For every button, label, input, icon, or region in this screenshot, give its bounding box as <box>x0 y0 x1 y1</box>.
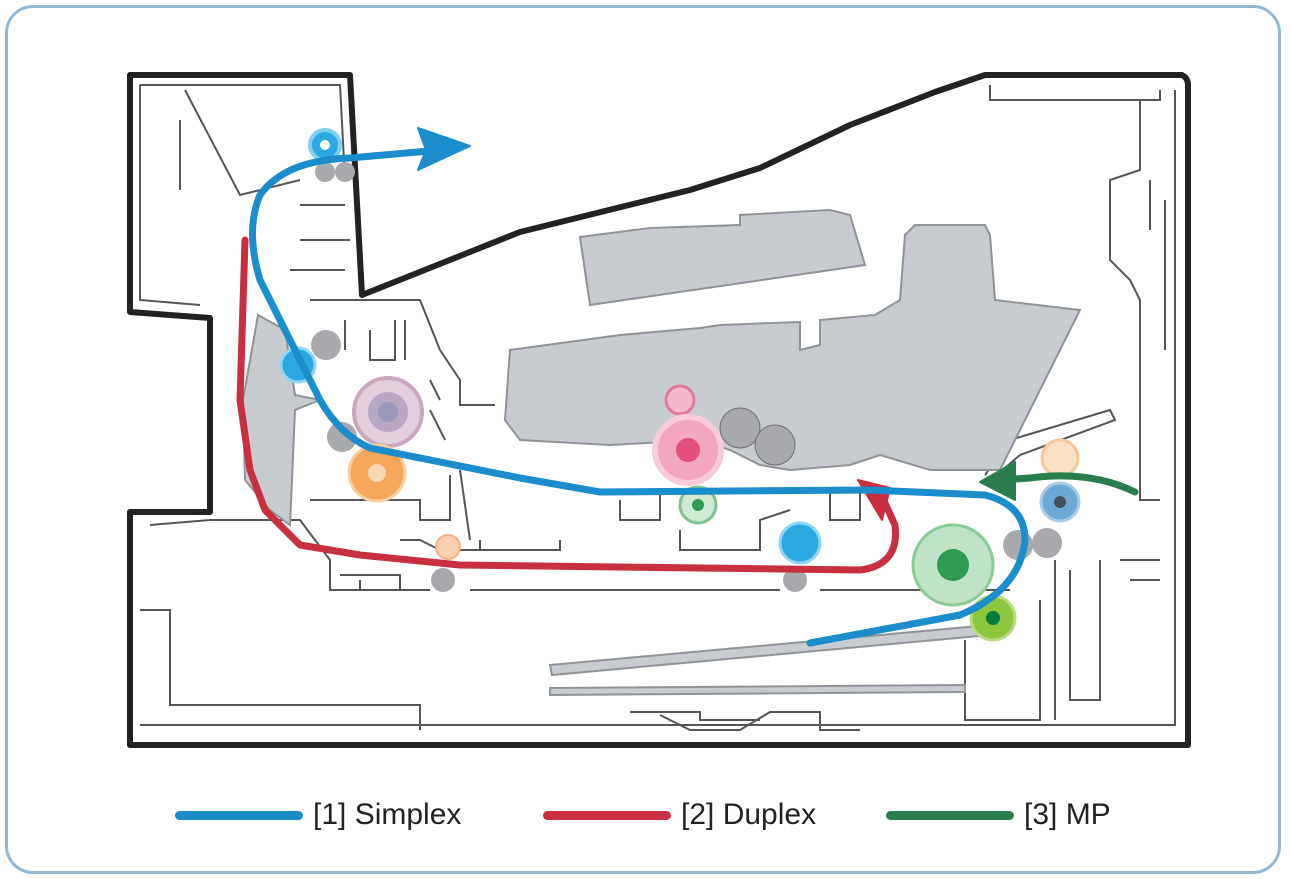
mp-path <box>996 472 1139 496</box>
paper-paths <box>236 127 1139 647</box>
printer-housing-outline <box>127 72 1191 748</box>
legend-swatch-simplex <box>175 810 303 820</box>
simplex-path <box>249 146 1029 647</box>
gray-roller-left <box>311 330 341 360</box>
gray-roller-drum-1 <box>719 407 761 449</box>
legend-swatch-duplex <box>543 810 671 820</box>
gray-roller-pickup-1 <box>1003 530 1033 560</box>
legend-item-simplex: [1] Simplex <box>175 793 461 837</box>
diagram-frame <box>5 5 1281 874</box>
small-orange-roller <box>435 534 461 560</box>
blue-roller-bottom <box>778 521 822 565</box>
duplex-path <box>236 236 900 574</box>
duplex-arrowhead <box>857 479 891 521</box>
mp-roller-orange <box>1040 438 1080 478</box>
legend-label-simplex: [1] Simplex <box>313 798 462 831</box>
legend-label-mp: [3] MP <box>1024 798 1111 831</box>
rollers <box>279 128 1081 642</box>
internal-structure <box>139 84 1176 731</box>
legend-item-duplex: [2] Duplex <box>543 793 816 837</box>
legend-swatch-mp <box>886 810 1014 820</box>
mp-arrowhead <box>979 461 1016 501</box>
legend-label-duplex: [2] Duplex <box>681 798 817 831</box>
simplex-arrowhead <box>417 127 471 171</box>
toner-cartridge <box>241 208 1082 697</box>
gray-roller-bottom-right <box>783 568 807 592</box>
legend-item-mp: [3] MP <box>886 793 1111 837</box>
exit-roller-gray-1 <box>315 162 335 182</box>
gray-roller-pickup-2 <box>1032 528 1062 558</box>
gray-roller-fuser <box>327 422 357 452</box>
gray-roller-bottom-left <box>431 568 455 592</box>
gray-roller-drum-2 <box>754 424 796 466</box>
exit-roller-gray-2 <box>335 162 355 182</box>
pink-roller-small <box>664 384 696 416</box>
